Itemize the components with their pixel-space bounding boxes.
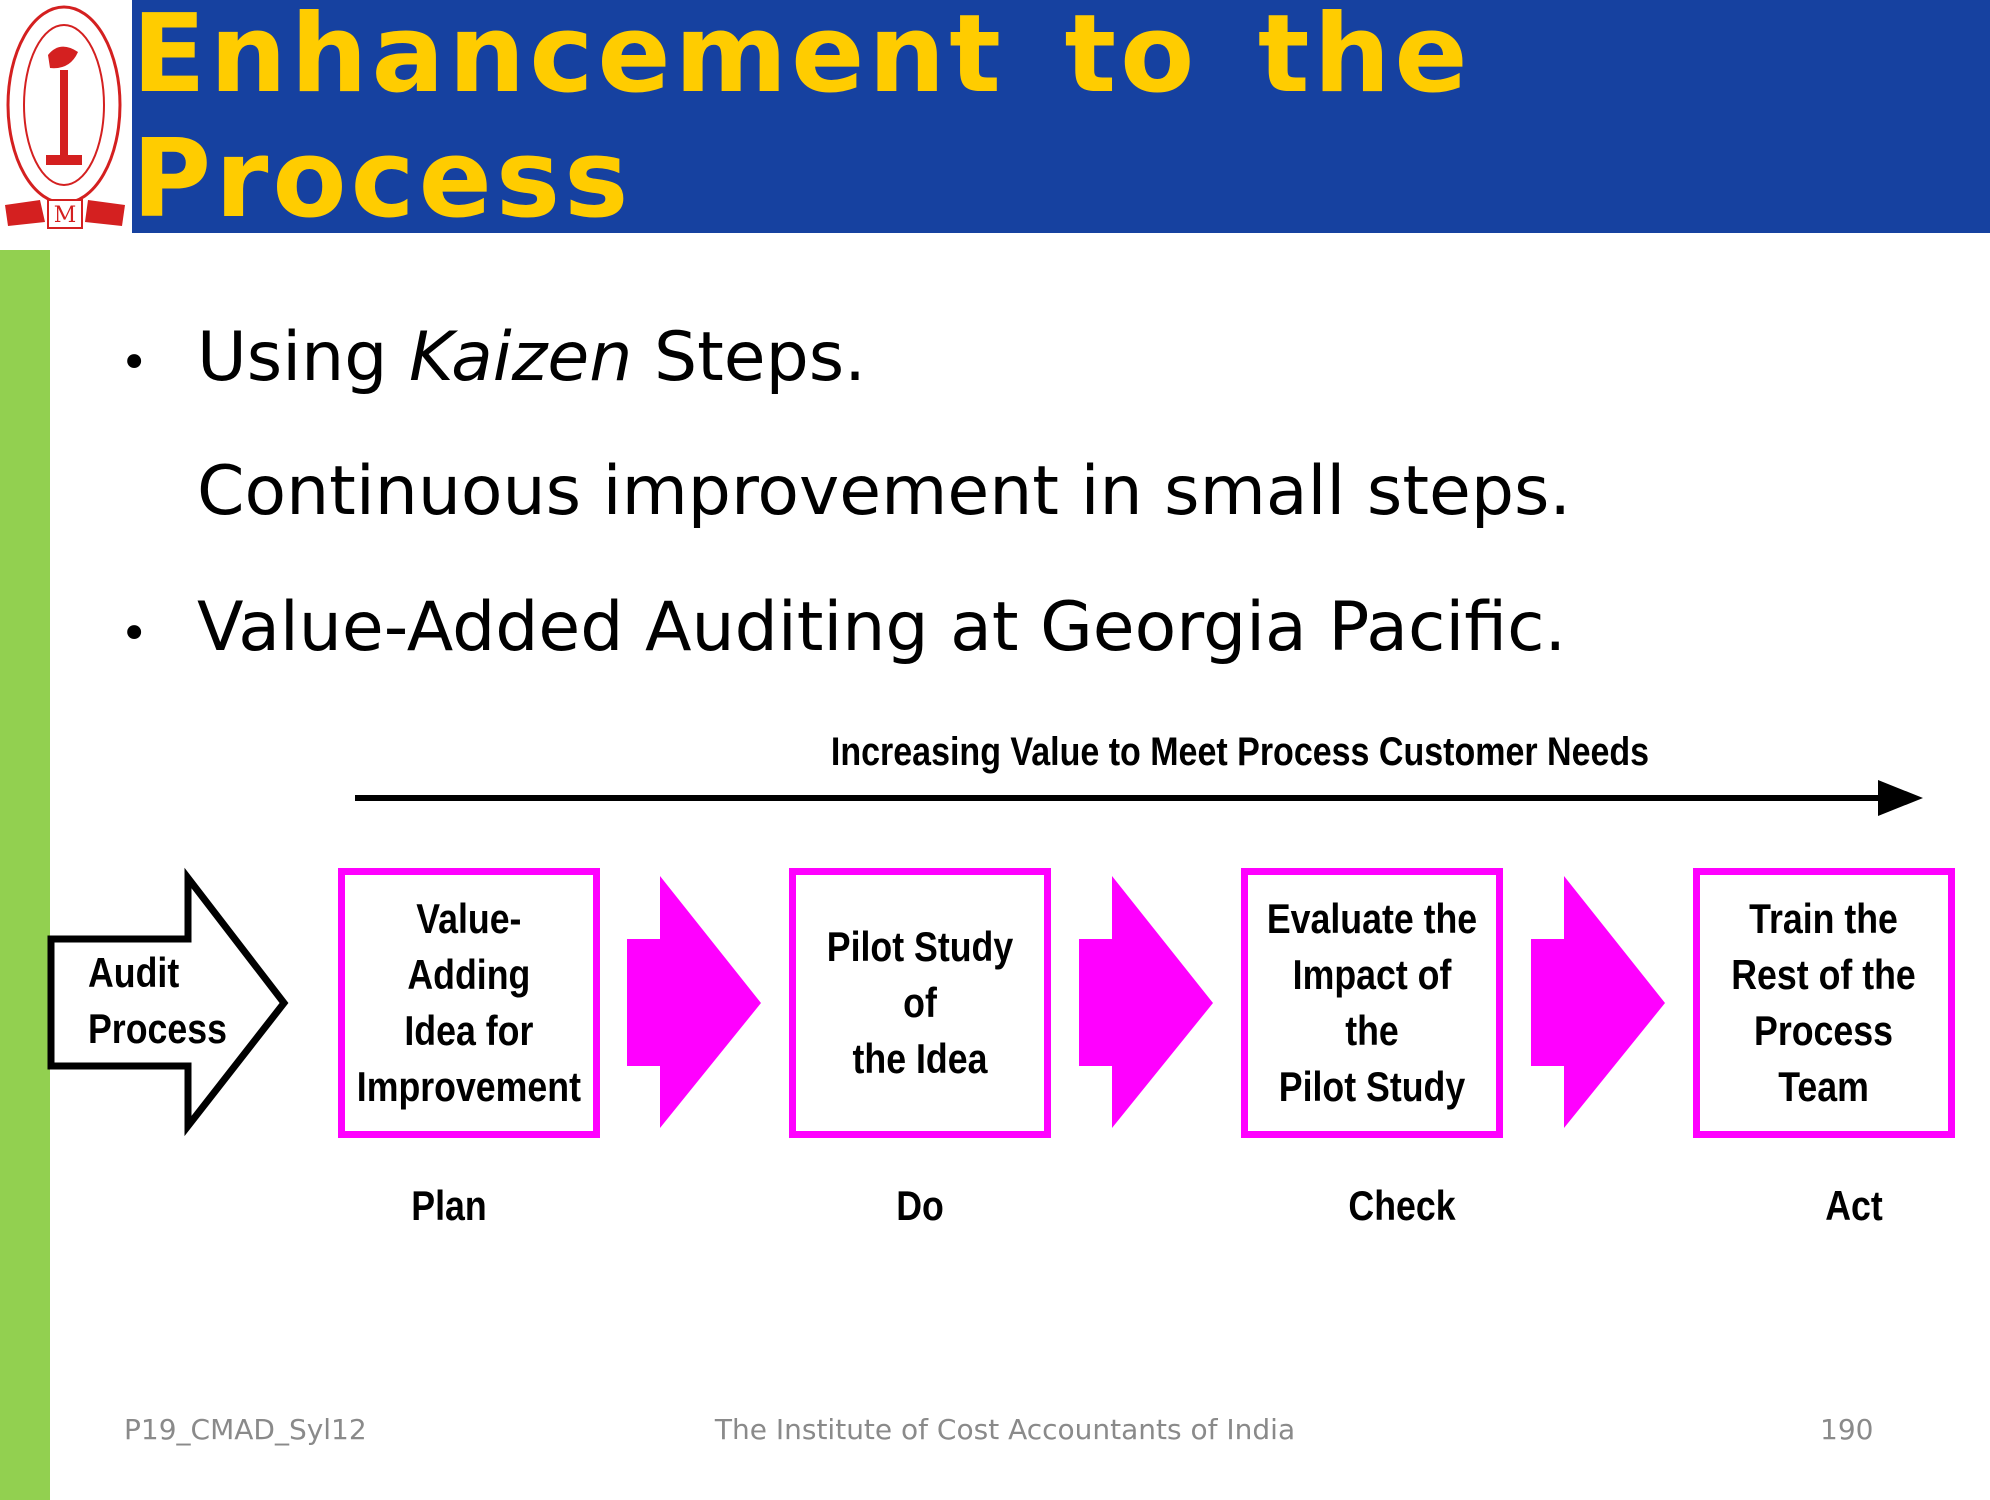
step-box-plan: Value-Adding Idea for Improvement xyxy=(338,868,600,1138)
step-text: Train the Rest of the Process Team xyxy=(1731,895,1917,1110)
header-bar xyxy=(132,0,1990,233)
bullet-1-subline: Continuous improvement in small steps. xyxy=(197,452,1572,531)
phase-label-check: Check xyxy=(1348,1182,1456,1229)
bullet-icon: • xyxy=(120,606,149,662)
bullet-icon: • xyxy=(120,335,149,391)
value-arrow xyxy=(355,780,1923,816)
page-number: 190 xyxy=(1820,1413,1874,1446)
step-box-do: Pilot Study of the Idea xyxy=(789,868,1051,1138)
step-arrow-2 xyxy=(1079,876,1213,1128)
phase-label-plan: Plan xyxy=(411,1182,487,1229)
step-text: Evaluate the Impact of the Pilot Study xyxy=(1266,895,1478,1110)
audit-process-label: Audit Process xyxy=(88,949,227,1052)
slide-title: Enhancement to the Process xyxy=(132,0,1472,242)
side-accent-bar xyxy=(0,250,50,1500)
phase-label-act: Act xyxy=(1825,1182,1883,1229)
phase-label-do: Do xyxy=(896,1182,944,1229)
institute-logo: M xyxy=(0,0,132,233)
bullet-1-prefix: Using xyxy=(197,318,409,397)
svg-text:M: M xyxy=(54,203,77,228)
bullet-2-text: Value-Added Auditing at Georgia Pacific. xyxy=(197,588,1567,667)
step-text: Pilot Study of the Idea xyxy=(826,923,1014,1082)
value-axis-label: Increasing Value to Meet Process Custome… xyxy=(830,730,1650,774)
step-arrow-3 xyxy=(1531,876,1665,1128)
footer-code: P19_CMAD_Syl12 xyxy=(124,1413,367,1446)
bullet-1-emphasis: Kaizen xyxy=(408,318,633,397)
bullet-1-text: Using Kaizen Steps. xyxy=(197,318,866,397)
audit-process-arrow xyxy=(47,867,289,1137)
step-arrow-1 xyxy=(627,876,761,1128)
bullet-1-suffix: Steps. xyxy=(632,318,866,397)
step-text: Value-Adding Idea for Improvement xyxy=(356,895,582,1110)
step-box-check: Evaluate the Impact of the Pilot Study xyxy=(1241,868,1503,1138)
step-box-act: Train the Rest of the Process Team xyxy=(1693,868,1955,1138)
footer-institute: The Institute of Cost Accountants of Ind… xyxy=(714,1413,1296,1446)
